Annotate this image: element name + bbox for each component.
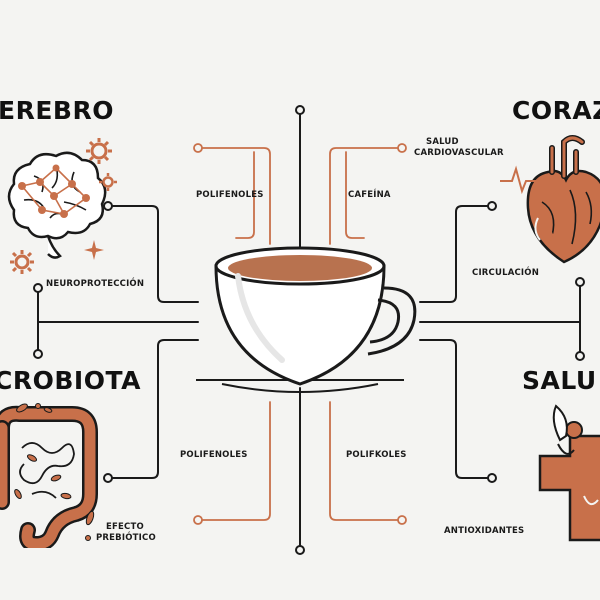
- right-top-branch: [419, 205, 491, 303]
- coffee-cup-icon: [214, 246, 417, 386]
- left-bottom-branch: [109, 339, 199, 479]
- orange-connector-tr: [329, 147, 401, 245]
- label-polifenoles-top: POLIFENOLES: [196, 190, 264, 200]
- gear-icon: [86, 138, 112, 164]
- heading-heart: CORAZ: [512, 96, 600, 125]
- gear-bottom-icon: [10, 250, 34, 274]
- orange-connector-tr-2: [345, 151, 365, 239]
- orange-dot-tr: [397, 143, 407, 153]
- small-gear-icon: [99, 173, 117, 191]
- label-circulacion: CIRCULACIÓN: [472, 268, 540, 278]
- heart-sparkle-icon: [544, 228, 558, 242]
- label-prebiotico: PREBIÓTICO: [96, 533, 156, 543]
- label-polifenoles-bottom: POLIFENOLES: [180, 450, 248, 460]
- health-cross-icon: [538, 404, 600, 542]
- dot-right-mid-top: [575, 277, 585, 287]
- intestine-icon: [0, 405, 98, 548]
- orange-connector-bl: [199, 401, 271, 521]
- label-efecto-prebiotico: EFECTO PREBIÓTICO: [96, 522, 156, 544]
- saucer-curve: [221, 383, 379, 393]
- right-bottom-branch: [419, 339, 491, 479]
- label-antioxidantes: ANTIOXIDANTES: [444, 526, 525, 536]
- orange-dot-br: [397, 515, 407, 525]
- heart-icon: [526, 135, 600, 264]
- label-salud-cardiovascular: SALUD CARDIOVASCULAR: [414, 137, 504, 159]
- dot-right-bottom: [487, 473, 497, 483]
- dot-left-mid-top: [33, 283, 43, 293]
- heartbeat-line-icon: [500, 165, 550, 195]
- label-cafeina: CAFEÍNA: [348, 190, 391, 200]
- dot-center-top: [295, 105, 305, 115]
- orange-dot-bl: [193, 515, 203, 525]
- brain-icon: [7, 151, 107, 259]
- orange-connector-tl: [199, 147, 271, 245]
- label-salud: SALUD: [426, 137, 459, 147]
- dot-right-top: [487, 201, 497, 211]
- heading-health: SALU: [522, 366, 597, 395]
- dot-left-top: [103, 201, 113, 211]
- sparkle-icon: [84, 240, 104, 260]
- bacteria-right-icon: [85, 510, 95, 541]
- heading-microbiota: CROBIOTA: [0, 366, 141, 395]
- orange-connector-br: [329, 401, 401, 521]
- bacteria-icon: [16, 403, 53, 413]
- label-efecto: EFECTO: [106, 522, 144, 532]
- orange-connector-tl-2: [235, 151, 255, 239]
- label-cardiovascular: CARDIOVASCULAR: [414, 148, 504, 158]
- label-neuroproteccion: NEUROPROTECCIÓN: [46, 279, 145, 289]
- dot-left-mid-bottom: [33, 349, 43, 359]
- heading-brain: EREBRO: [0, 96, 114, 125]
- dot-center-bottom: [295, 545, 305, 555]
- orange-dot-tl: [193, 143, 203, 153]
- dot-left-bottom: [103, 473, 113, 483]
- left-top-branch: [109, 205, 199, 303]
- label-polifkoles: POLIFKOLES: [346, 450, 407, 460]
- dot-right-mid-bottom: [575, 351, 585, 361]
